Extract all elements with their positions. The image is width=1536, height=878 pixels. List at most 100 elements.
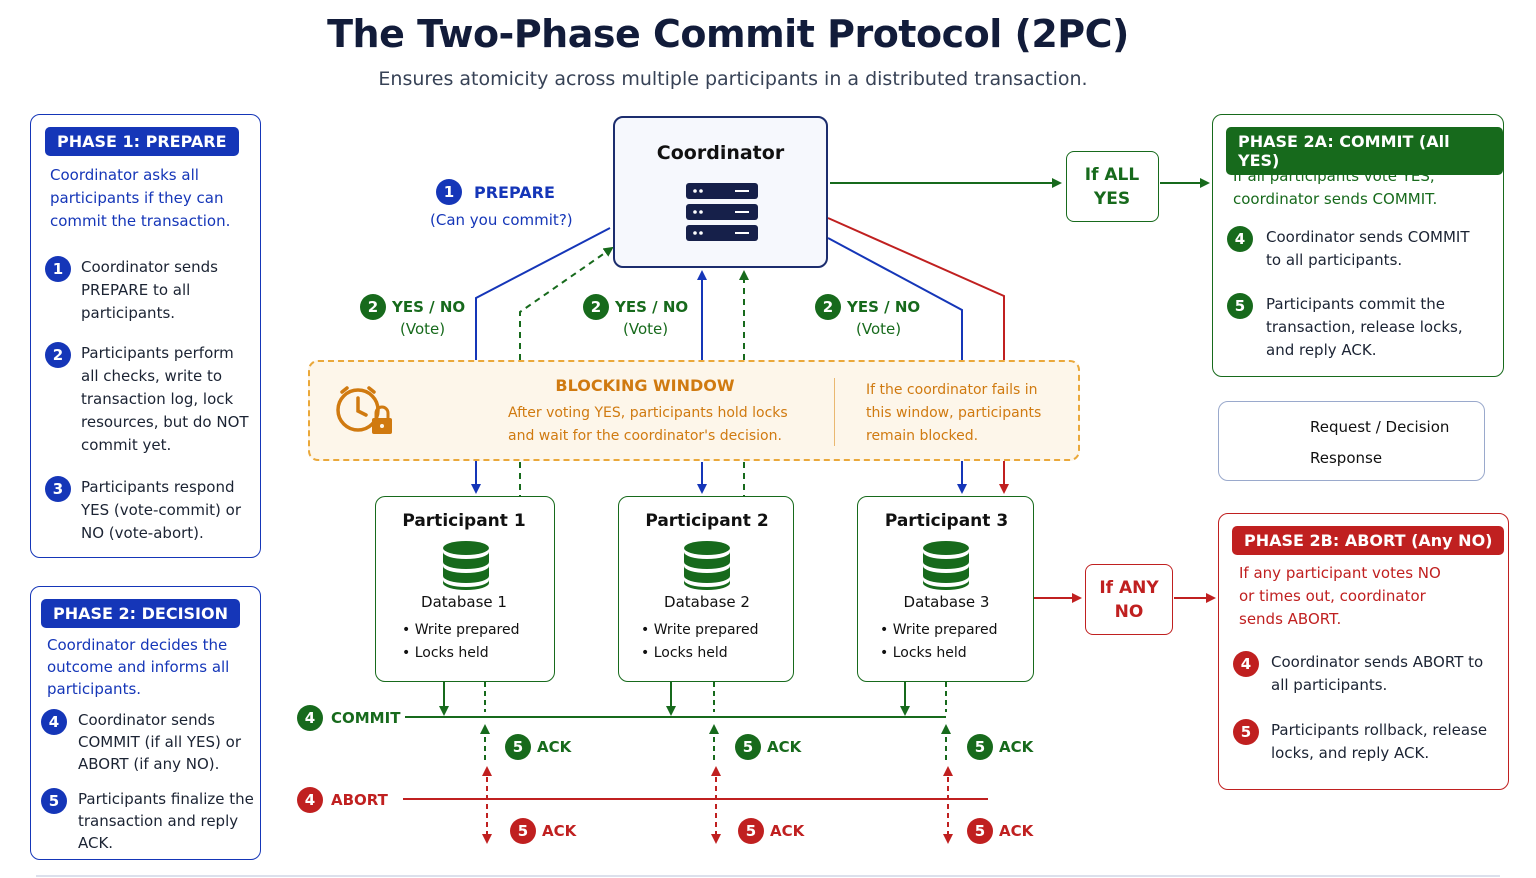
vote-badge: 2 [583, 294, 609, 320]
step-badge: 4 [1227, 226, 1253, 252]
list-item: Locks held [641, 642, 759, 665]
list-item: Write prepared [402, 619, 520, 642]
phase2b-desc: If any participant votes NO or times out… [1239, 564, 1441, 628]
step-badge: 4 [1233, 651, 1259, 677]
server-icon [686, 183, 758, 241]
ack-text: ACK [542, 822, 577, 840]
step-text: Participants commit the transaction, rel… [1266, 295, 1463, 359]
step-text: Participants respond YES (vote-commit) o… [81, 478, 242, 542]
vote-sub: (Vote) [856, 320, 902, 338]
ack-text: ACK [999, 738, 1034, 756]
phase2a-panel: PHASE 2A: COMMIT (All YES) If all partic… [1212, 114, 1504, 377]
participant-2: Participant 2 Database 2 Write prepared … [618, 496, 794, 682]
ack-commit-label-2: 5 ACK [735, 734, 805, 760]
phase2-desc: Coordinator decides the outcome and info… [47, 636, 230, 698]
ack-text: ACK [999, 822, 1034, 840]
participant-title: Participant 3 [884, 511, 1009, 531]
step-badge: 5 [41, 788, 67, 814]
database-label: Database 2 [664, 593, 750, 611]
abort-badge: 4 [297, 787, 323, 813]
phase2a-header: PHASE 2A: COMMIT (All YES) [1226, 127, 1503, 175]
step-text: Coordinator sends COMMIT to all particip… [1266, 228, 1470, 269]
if-all-yes-box: If ALL YES [1066, 151, 1159, 222]
ack-commit-label-3: 5 ACK [967, 734, 1037, 760]
phase2b-step-4: 4 Coordinator sends ABORT to all partici… [1233, 651, 1499, 697]
step-text: Coordinator sends COMMIT (if all YES) or… [78, 711, 242, 773]
coordinator-title: Coordinator [656, 142, 785, 164]
ack-badge: 5 [510, 818, 536, 844]
participant-title: Participant 2 [645, 511, 769, 531]
phase1-step-1: 1 Coordinator sends PREPARE to all parti… [45, 256, 255, 325]
vote-sub: (Vote) [400, 320, 446, 338]
commit-badge: 4 [297, 705, 323, 731]
step-text: Participants rollback, release locks, an… [1271, 721, 1488, 762]
ack-text: ACK [537, 738, 572, 756]
step-text: Participants finalize the transaction an… [78, 790, 254, 852]
if-any-no-box: If ANY NO [1085, 564, 1173, 635]
database-icon [443, 541, 489, 590]
phase2b-panel: PHASE 2B: ABORT (Any NO) If any particip… [1218, 513, 1509, 790]
abort-label: 4 ABORT [297, 787, 407, 813]
abort-text: ABORT [331, 791, 388, 809]
phase1-panel: PHASE 1: PREPARE Coordinator asks all pa… [30, 114, 261, 558]
phase2-header: PHASE 2: DECISION [41, 599, 240, 628]
if-all-yes-text: If ALL YES [1084, 165, 1140, 209]
legend-response-label: Response [1310, 449, 1383, 467]
phase2b-step-5: 5 Participants rollback, release locks, … [1233, 719, 1499, 765]
database-icon [684, 541, 730, 590]
step-text: Coordinator sends PREPARE to all partici… [81, 258, 218, 322]
phase2a-step-4: 4 Coordinator sends COMMIT to all partic… [1227, 226, 1487, 272]
prepare-sub: (Can you commit?) [430, 211, 573, 229]
participant-title: Participant 1 [402, 511, 526, 531]
phase1-step-3: 3 Participants respond YES (vote-commit)… [45, 476, 255, 545]
step-text: Participants perform all checks, write t… [81, 344, 249, 454]
ack-abort-label-1: 5 ACK [510, 818, 580, 844]
phase2-panel: PHASE 2: DECISION Coordinator decides th… [30, 586, 261, 860]
step-badge: 5 [1233, 719, 1259, 745]
list-item: Write prepared [641, 619, 759, 642]
vote-text: YES / NO [615, 298, 689, 316]
participant-1: Participant 1 Database 1 Write prepared … [375, 496, 555, 682]
blocking-divider [834, 378, 835, 446]
phase2-step-4: 4 Coordinator sends COMMIT (if all YES) … [41, 709, 257, 775]
list-item: Write prepared [880, 619, 998, 642]
blocking-text: After voting YES, participants hold lock… [508, 405, 788, 444]
database-label: Database 1 [421, 593, 507, 611]
phase2a-desc: If all participants vote YES, coordinato… [1233, 167, 1438, 208]
list-item: Locks held [402, 642, 520, 665]
vote-text: YES / NO [392, 298, 466, 316]
vote-badge: 2 [360, 294, 386, 320]
blocking-window: BLOCKING WINDOW After voting YES, partic… [308, 360, 1080, 461]
phase2a-step-5: 5 Participants commit the transaction, r… [1227, 293, 1487, 362]
step-badge: 1 [45, 256, 71, 282]
clock-lock-icon [336, 386, 392, 434]
phase1-step-2: 2 Participants perform all checks, write… [45, 342, 255, 457]
list-item: Locks held [880, 642, 998, 665]
prepare-badge: 1 [436, 179, 462, 205]
phase1-header: PHASE 1: PREPARE [45, 127, 239, 156]
ack-commit-label-1: 5 ACK [505, 734, 575, 760]
step-text: Coordinator sends ABORT to all participa… [1271, 653, 1484, 694]
ack-badge: 5 [735, 734, 761, 760]
vote-badge: 2 [815, 294, 841, 320]
participant-3: Participant 3 Database 3 Write prepared … [857, 496, 1034, 682]
coordinator-box: Coordinator [613, 116, 828, 268]
ack-badge: 5 [967, 818, 993, 844]
step-badge: 4 [41, 709, 67, 735]
ack-abort-label-2: 5 ACK [738, 818, 808, 844]
legend-request-label: Request / Decision [1310, 418, 1450, 436]
blocking-title: BLOCKING WINDOW [555, 376, 735, 395]
phase1-desc: Coordinator asks all participants if the… [50, 166, 231, 230]
participant-items: Write prepared Locks held [641, 619, 759, 665]
ack-abort-label-3: 5 ACK [967, 818, 1037, 844]
prepare-text: PREPARE [474, 183, 555, 202]
ack-text: ACK [770, 822, 805, 840]
phase2b-header: PHASE 2B: ABORT (Any NO) [1232, 526, 1505, 555]
database-icon [923, 541, 969, 590]
vote-text: YES / NO [847, 298, 921, 316]
step-badge: 3 [45, 476, 71, 502]
vote-arrow-p1 [519, 246, 614, 360]
vote-sub: (Vote) [623, 320, 669, 338]
ack-text: ACK [767, 738, 802, 756]
